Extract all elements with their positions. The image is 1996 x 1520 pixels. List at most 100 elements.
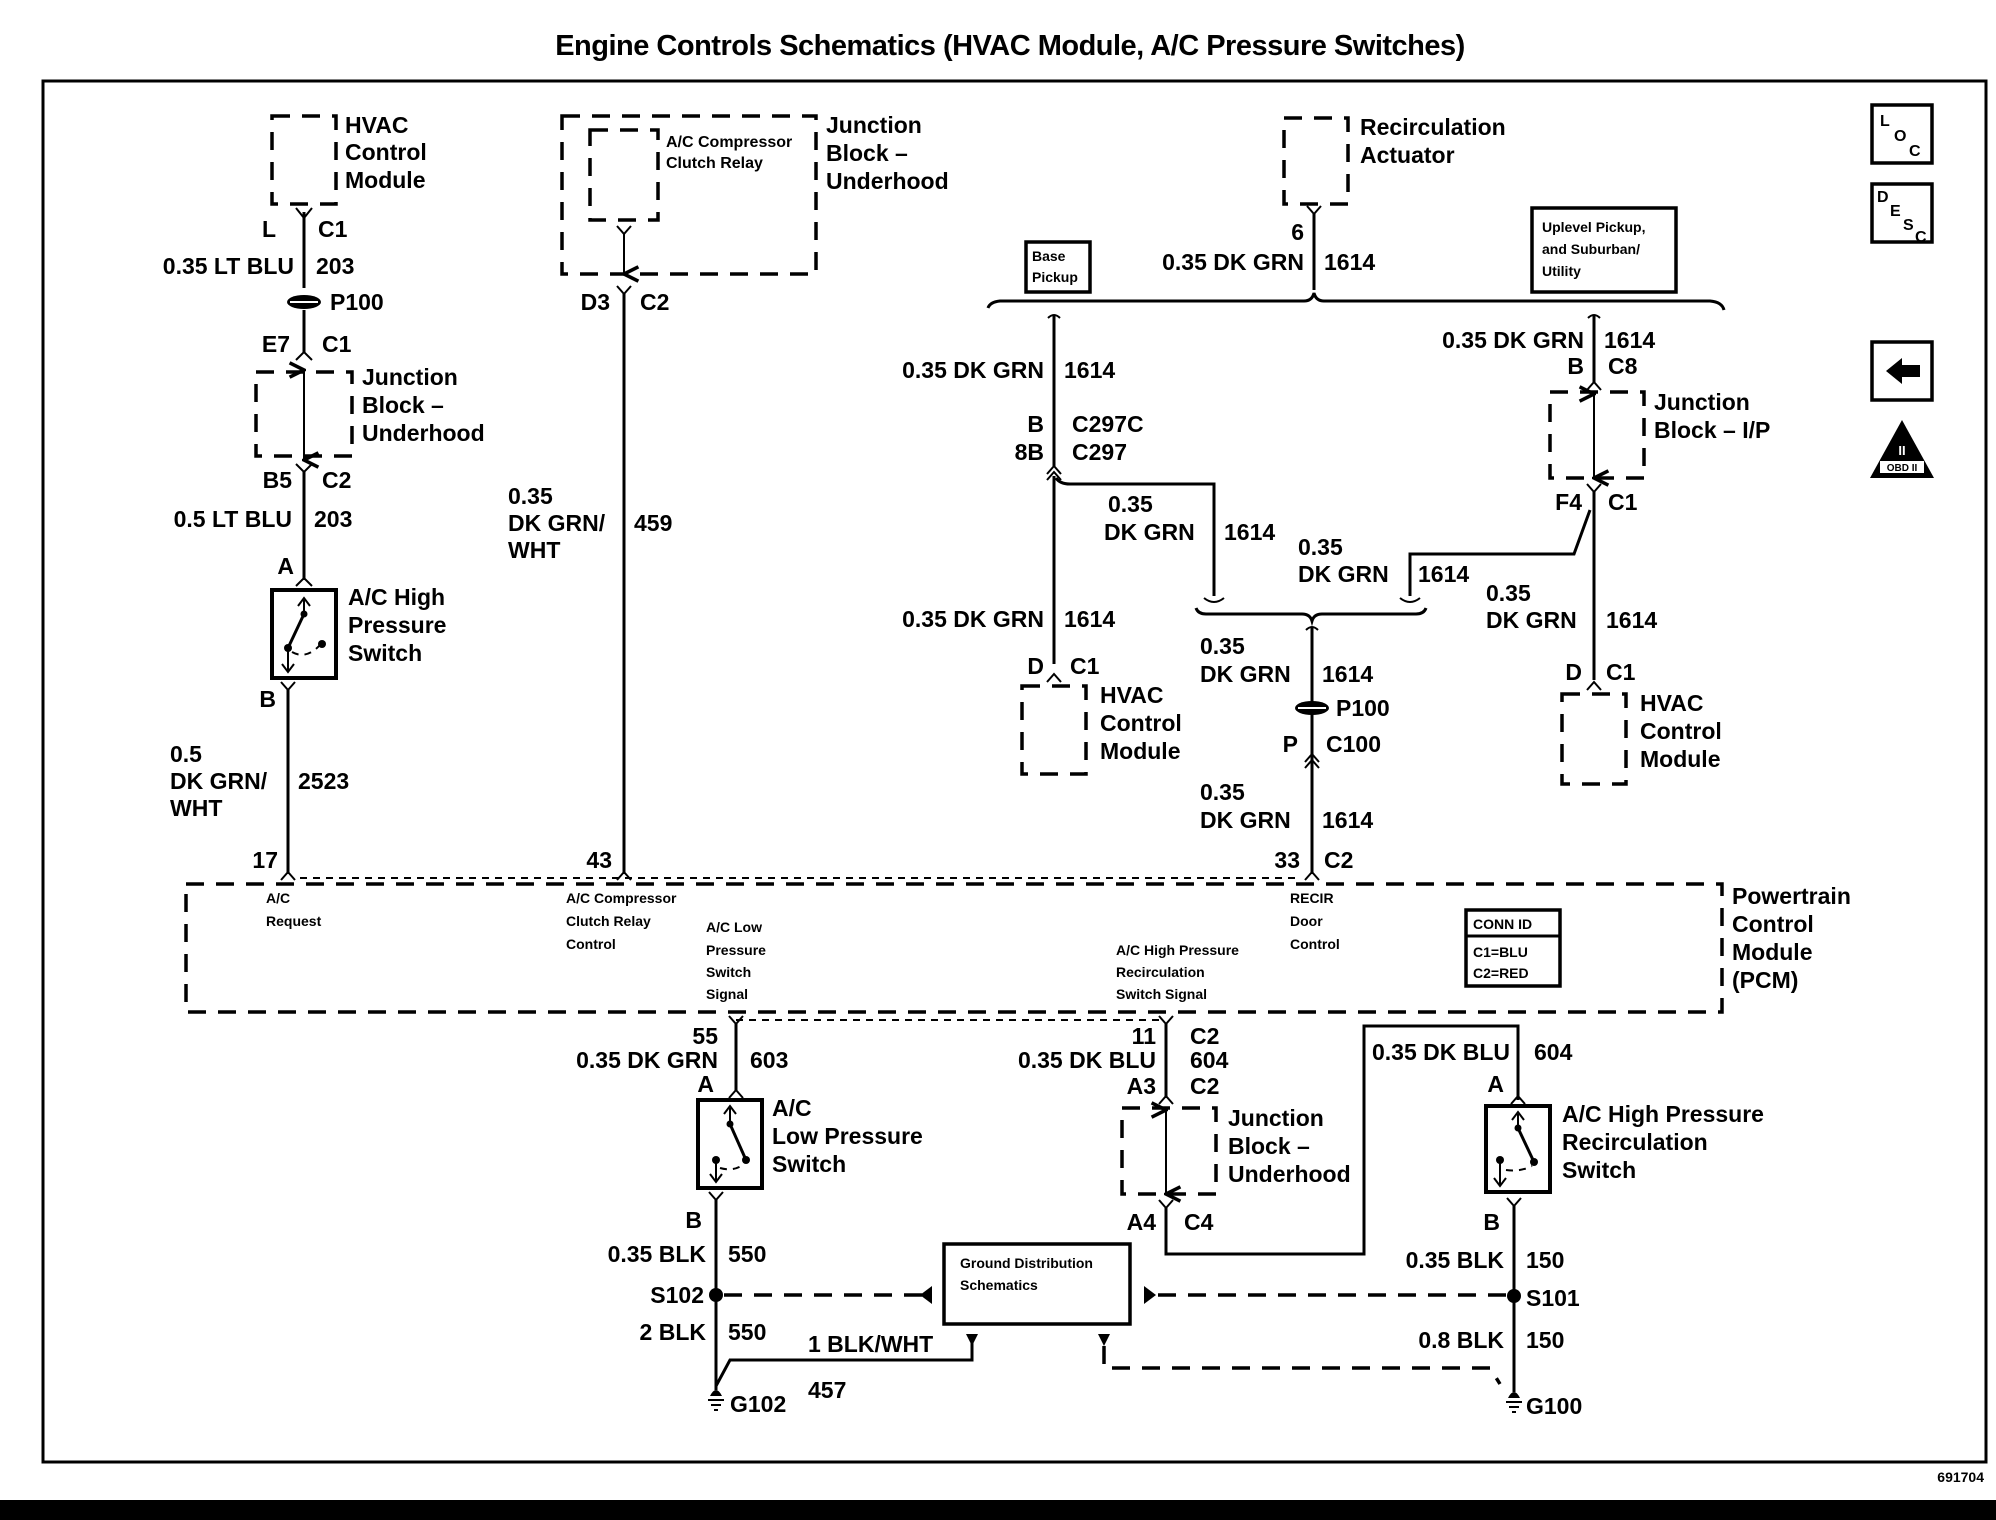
- svg-text:HVAC: HVAC: [1100, 682, 1163, 708]
- wire-457: 1 BLK/WHT 457: [714, 1331, 978, 1403]
- svg-text:Clutch Relay: Clutch Relay: [666, 155, 763, 172]
- svg-text:1614: 1614: [1324, 249, 1375, 275]
- svg-text:Underhood: Underhood: [362, 420, 485, 446]
- svg-text:DK GRN: DK GRN: [1486, 607, 1577, 633]
- svg-text:E7: E7: [262, 331, 290, 357]
- svg-text:DK GRN/: DK GRN/: [508, 510, 606, 536]
- svg-text:DK GRN: DK GRN: [1200, 807, 1291, 833]
- pcm-module: Powertrain Control Module (PCM): [184, 877, 1851, 1014]
- svg-text:0.35: 0.35: [508, 483, 553, 509]
- ac-high-pressure-switch: A/C High Pressure Switch: [270, 584, 446, 680]
- svg-text:RECIR: RECIR: [1290, 890, 1334, 906]
- wire-604-return: A4 C4 0.35 DK BLU 604 A: [1127, 1024, 1573, 1256]
- desc-icon[interactable]: D E S C: [1870, 182, 1934, 246]
- svg-text:C1: C1: [1606, 659, 1636, 685]
- svg-text:Junction: Junction: [362, 364, 458, 390]
- svg-text:HVAC: HVAC: [345, 112, 408, 138]
- svg-text:Pickup: Pickup: [1032, 269, 1078, 285]
- jb-underhood-bottom: Junction Block – Underhood: [1120, 1105, 1351, 1194]
- obd-ii-icon[interactable]: II OBD II: [1870, 420, 1934, 478]
- svg-text:C297: C297: [1072, 439, 1127, 465]
- svg-text:A4: A4: [1127, 1209, 1157, 1235]
- svg-text:S: S: [1903, 217, 1914, 234]
- svg-text:Schematics: Schematics: [960, 1277, 1038, 1293]
- svg-text:1614: 1614: [1322, 661, 1373, 687]
- svg-text:11: 11: [1132, 1023, 1157, 1049]
- svg-text:P100: P100: [1336, 695, 1390, 721]
- svg-text:150: 150: [1526, 1247, 1564, 1273]
- diagram-title: Engine Controls Schematics (HVAC Module,…: [555, 30, 1465, 62]
- option-bracket-top: [986, 292, 1726, 311]
- base-pickup-badge: Base Pickup: [1024, 240, 1092, 294]
- wire-203-upper: L C1 0.35 LT BLU 203: [163, 207, 354, 288]
- svg-text:C2: C2: [1324, 847, 1353, 873]
- hvac-mid-wire: 0.35 DK GRN 1614 D C1: [902, 606, 1115, 683]
- wire-459: D3 C2 0.35 DK GRN/ WHT 459 43: [508, 285, 672, 881]
- wire-550: B 0.35 BLK 550 S102 2 BLK 550: [608, 1191, 766, 1390]
- svg-text:Junction: Junction: [1228, 1105, 1324, 1131]
- svg-text:D: D: [1027, 653, 1044, 679]
- diagram-frame: [41, 79, 1988, 1464]
- svg-text:C297C: C297C: [1072, 411, 1144, 437]
- svg-text:550: 550: [728, 1241, 766, 1267]
- svg-text:1614: 1614: [1322, 807, 1373, 833]
- svg-text:Switch: Switch: [706, 964, 751, 980]
- pcm-pin-ac-request: A/C Request: [266, 890, 322, 929]
- svg-text:0.35 DK BLU: 0.35 DK BLU: [1018, 1047, 1156, 1073]
- svg-text:OBD II: OBD II: [1887, 463, 1918, 474]
- pcm-pin-low-pressure-signal: A/C Low Pressure Switch Signal: [706, 919, 766, 1002]
- pcm-pin-high-pressure-recirc-signal: A/C High Pressure Recirculation Switch S…: [1116, 942, 1239, 1002]
- uplevel-badge: Uplevel Pickup, and Suburban/ Utility: [1530, 206, 1678, 294]
- svg-text:0.35 LT BLU: 0.35 LT BLU: [163, 253, 294, 279]
- option-bracket-bottom: [1194, 607, 1428, 627]
- svg-text:459: 459: [634, 510, 672, 536]
- svg-text:II: II: [1898, 443, 1905, 458]
- svg-text:Underhood: Underhood: [1228, 1161, 1351, 1187]
- svg-text:DK GRN: DK GRN: [1200, 661, 1291, 687]
- svg-text:A/C Low: A/C Low: [706, 919, 762, 935]
- svg-text:E: E: [1890, 203, 1901, 220]
- svg-text:0.8 BLK: 0.8 BLK: [1418, 1327, 1504, 1353]
- svg-text:Switch: Switch: [772, 1151, 846, 1177]
- svg-text:C4: C4: [1184, 1209, 1214, 1235]
- wire-1614-uplevel: 0.35 DK GRN 1614 B C8: [1442, 314, 1655, 391]
- svg-text:C: C: [1909, 143, 1921, 160]
- wire-2523: B 0.5 DK GRN/ WHT 2523 17: [170, 681, 349, 881]
- svg-text:Junction: Junction: [826, 112, 922, 138]
- svg-text:17: 17: [252, 847, 278, 873]
- loc-icon[interactable]: L O C: [1870, 103, 1934, 165]
- svg-text:Clutch Relay: Clutch Relay: [566, 913, 651, 929]
- svg-text:B: B: [685, 1207, 702, 1233]
- svg-text:1614: 1614: [1606, 607, 1657, 633]
- svg-text:203: 203: [314, 506, 352, 532]
- svg-text:Switch: Switch: [348, 640, 422, 666]
- svg-text:P100: P100: [330, 289, 384, 315]
- jb-ip: Junction Block – I/P: [1548, 389, 1770, 478]
- svg-text:C1: C1: [1608, 489, 1638, 515]
- svg-text:Low Pressure: Low Pressure: [772, 1123, 923, 1149]
- svg-text:1 BLK/WHT: 1 BLK/WHT: [808, 1331, 933, 1357]
- svg-text:Module: Module: [1100, 738, 1181, 764]
- svg-text:C8: C8: [1608, 353, 1638, 379]
- svg-text:DK GRN: DK GRN: [1298, 561, 1389, 587]
- ground-distribution-ref[interactable]: Ground Distribution Schematics: [724, 1242, 1510, 1385]
- ac-high-pressure-recirc-switch: A/C High Pressure Recirculation Switch: [1484, 1101, 1764, 1194]
- svg-text:A: A: [277, 553, 294, 579]
- wire-150: B 0.35 BLK 150 S101 0.8 BLK 150: [1406, 1197, 1580, 1392]
- back-arrow-icon[interactable]: [1870, 340, 1934, 402]
- svg-text:Module: Module: [1640, 746, 1721, 772]
- svg-text:Pressure: Pressure: [706, 942, 766, 958]
- svg-text:S102: S102: [650, 1282, 704, 1308]
- svg-text:Block –: Block –: [362, 392, 444, 418]
- svg-text:L: L: [1880, 113, 1890, 130]
- svg-text:S101: S101: [1526, 1285, 1580, 1311]
- svg-text:Pressure: Pressure: [348, 612, 446, 638]
- svg-text:Control: Control: [1640, 718, 1722, 744]
- svg-text:Switch Signal: Switch Signal: [1116, 986, 1207, 1002]
- svg-text:8B: 8B: [1015, 439, 1044, 465]
- ground-g102: G102: [708, 1390, 786, 1417]
- hvac-control-module-mid: HVAC Control Module: [1020, 682, 1182, 776]
- svg-text:Powertrain: Powertrain: [1732, 883, 1851, 909]
- svg-text:A3: A3: [1127, 1073, 1156, 1099]
